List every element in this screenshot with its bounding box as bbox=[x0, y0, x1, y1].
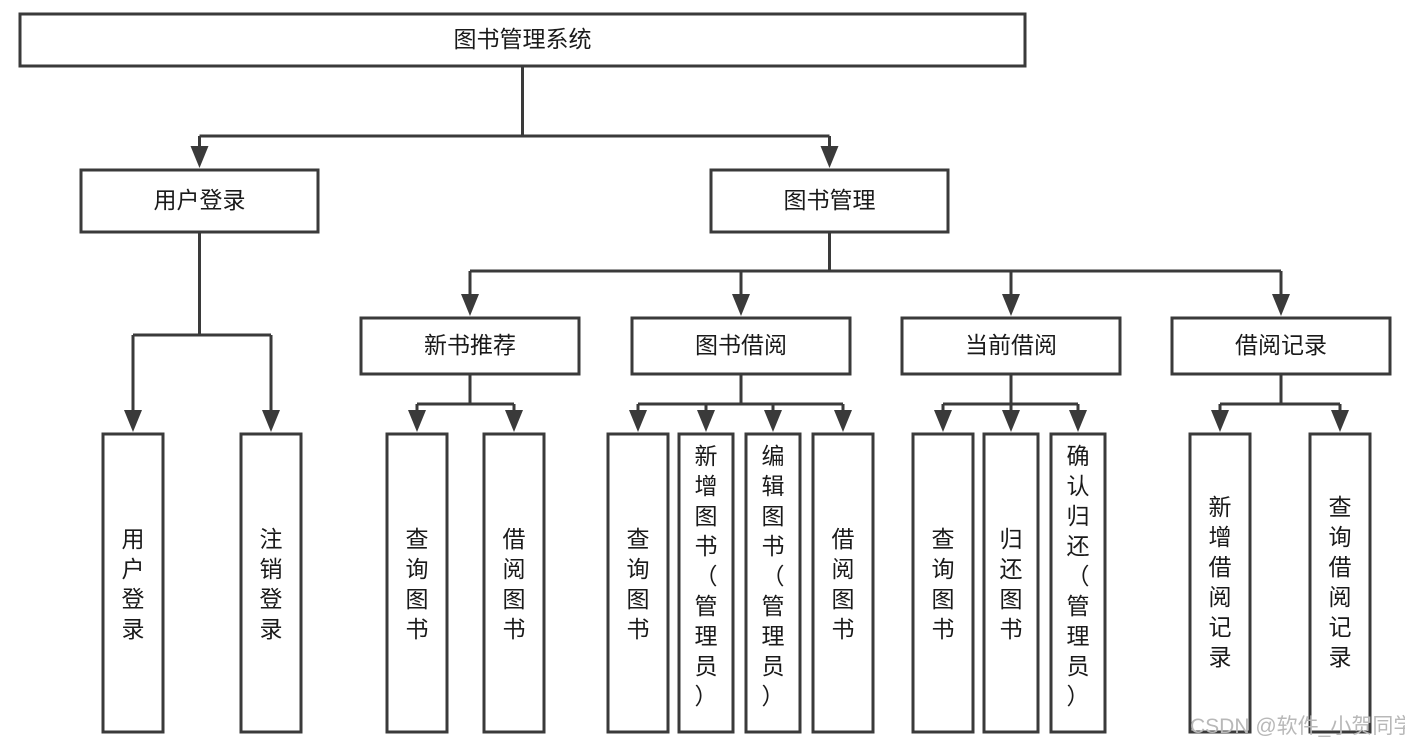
node-label: 新增图书（管理员） bbox=[695, 443, 718, 709]
arrow-head-icon bbox=[820, 146, 839, 168]
node-box bbox=[101, 432, 165, 734]
node-box bbox=[1188, 432, 1252, 734]
node-label: 查询图书 bbox=[406, 526, 429, 642]
node-leaf-leaf-logout-login[interactable]: 注销登录 bbox=[239, 432, 303, 734]
node-label: 编辑图书（管理员） bbox=[762, 443, 785, 709]
arrow-head-icon bbox=[124, 410, 142, 432]
node-l2-book-manage[interactable]: 图书管理 bbox=[709, 168, 950, 234]
node-box bbox=[385, 432, 449, 734]
node-box bbox=[1308, 432, 1372, 734]
node-label: 查询图书 bbox=[627, 526, 650, 642]
node-box bbox=[630, 316, 852, 376]
arrow-head-icon bbox=[1272, 294, 1290, 316]
node-l2-user-login[interactable]: 用户登录 bbox=[79, 168, 320, 234]
node-box bbox=[709, 168, 950, 234]
node-label: 新书推荐 bbox=[424, 332, 516, 358]
node-leaf-leaf-edit-book[interactable]: 编辑图书（管理员） bbox=[744, 432, 802, 734]
watermark-text: CSDN @软件_小贺同学 bbox=[1190, 715, 1405, 738]
node-box bbox=[911, 432, 975, 734]
node-label: 注销登录 bbox=[260, 526, 283, 642]
node-box bbox=[900, 316, 1122, 376]
node-leaf-leaf-return-book[interactable]: 归还图书 bbox=[982, 432, 1040, 734]
node-box bbox=[1170, 316, 1392, 376]
node-label: 用户登录 bbox=[122, 526, 145, 642]
arrow-head-icon bbox=[697, 410, 715, 432]
node-leaf-leaf-query-book-1[interactable]: 查询图书 bbox=[385, 432, 449, 734]
arrow-head-icon bbox=[262, 410, 280, 432]
arrow-head-icon bbox=[834, 410, 852, 432]
arrow-head-icon bbox=[190, 146, 209, 168]
node-box bbox=[1049, 432, 1107, 734]
node-box bbox=[982, 432, 1040, 734]
node-leaf-leaf-user-login[interactable]: 用户登录 bbox=[101, 432, 165, 734]
node-leaf-leaf-borrow-book-1[interactable]: 借阅图书 bbox=[482, 432, 546, 734]
node-leaf-leaf-add-book[interactable]: 新增图书（管理员） bbox=[677, 432, 735, 734]
node-l3-new-book-recommend[interactable]: 新书推荐 bbox=[359, 316, 581, 376]
node-label: 当前借阅 bbox=[965, 332, 1057, 358]
node-leaf-leaf-query-book-3[interactable]: 查询图书 bbox=[911, 432, 975, 734]
node-label: 查询借阅记录 bbox=[1329, 494, 1352, 670]
node-layer: 新书推荐图书借阅当前借阅借阅记录用户登录图书管理用户登录注销登录查询图书借阅图书… bbox=[18, 12, 1392, 734]
node-leaf-leaf-borrow-book-2[interactable]: 借阅图书 bbox=[811, 432, 875, 734]
node-leaf-leaf-add-borrow-record[interactable]: 新增借阅记录 bbox=[1188, 432, 1252, 734]
arrow-head-icon bbox=[934, 410, 952, 432]
node-leaf-leaf-confirm-return[interactable]: 确认归还（管理员） bbox=[1049, 432, 1107, 734]
node-label: 借阅记录 bbox=[1235, 332, 1327, 358]
arrow-head-icon bbox=[1002, 410, 1020, 432]
node-root-root[interactable]: 图书管理系统 bbox=[18, 12, 1027, 68]
arrow-head-icon bbox=[764, 410, 782, 432]
node-label: 归还图书 bbox=[1000, 526, 1023, 642]
node-label: 图书管理 bbox=[784, 187, 876, 213]
connector-layer bbox=[124, 66, 1349, 432]
watermark-layer: CSDN @软件_小贺同学 bbox=[1190, 715, 1405, 738]
node-l3-borrow-record[interactable]: 借阅记录 bbox=[1170, 316, 1392, 376]
arrow-head-icon bbox=[1211, 410, 1229, 432]
arrow-head-icon bbox=[629, 410, 647, 432]
node-box bbox=[239, 432, 303, 734]
arrow-head-icon bbox=[732, 294, 750, 316]
node-box bbox=[606, 432, 670, 734]
node-l3-book-borrow[interactable]: 图书借阅 bbox=[630, 316, 852, 376]
arrow-head-icon bbox=[1331, 410, 1349, 432]
arrow-head-icon bbox=[408, 410, 426, 432]
node-label: 借阅图书 bbox=[503, 526, 526, 642]
node-label: 图书管理系统 bbox=[454, 26, 592, 52]
node-box bbox=[744, 432, 802, 734]
node-label: 借阅图书 bbox=[832, 526, 855, 642]
node-label: 用户登录 bbox=[154, 187, 246, 213]
node-label: 查询图书 bbox=[932, 526, 955, 642]
node-label: 确认归还（管理员） bbox=[1067, 443, 1090, 709]
node-l3-current-borrow[interactable]: 当前借阅 bbox=[900, 316, 1122, 376]
node-box bbox=[811, 432, 875, 734]
node-box bbox=[677, 432, 735, 734]
arrow-head-icon bbox=[461, 294, 479, 316]
node-label: 新增借阅记录 bbox=[1209, 494, 1232, 670]
arrow-head-icon bbox=[1002, 294, 1020, 316]
node-box bbox=[79, 168, 320, 234]
node-leaf-leaf-query-book-2[interactable]: 查询图书 bbox=[606, 432, 670, 734]
arrow-head-icon bbox=[1069, 410, 1087, 432]
node-box bbox=[359, 316, 581, 376]
node-label: 图书借阅 bbox=[695, 332, 787, 358]
node-box bbox=[18, 12, 1027, 68]
node-leaf-leaf-query-borrow-record[interactable]: 查询借阅记录 bbox=[1308, 432, 1372, 734]
node-box bbox=[482, 432, 546, 734]
arrow-head-icon bbox=[505, 410, 523, 432]
